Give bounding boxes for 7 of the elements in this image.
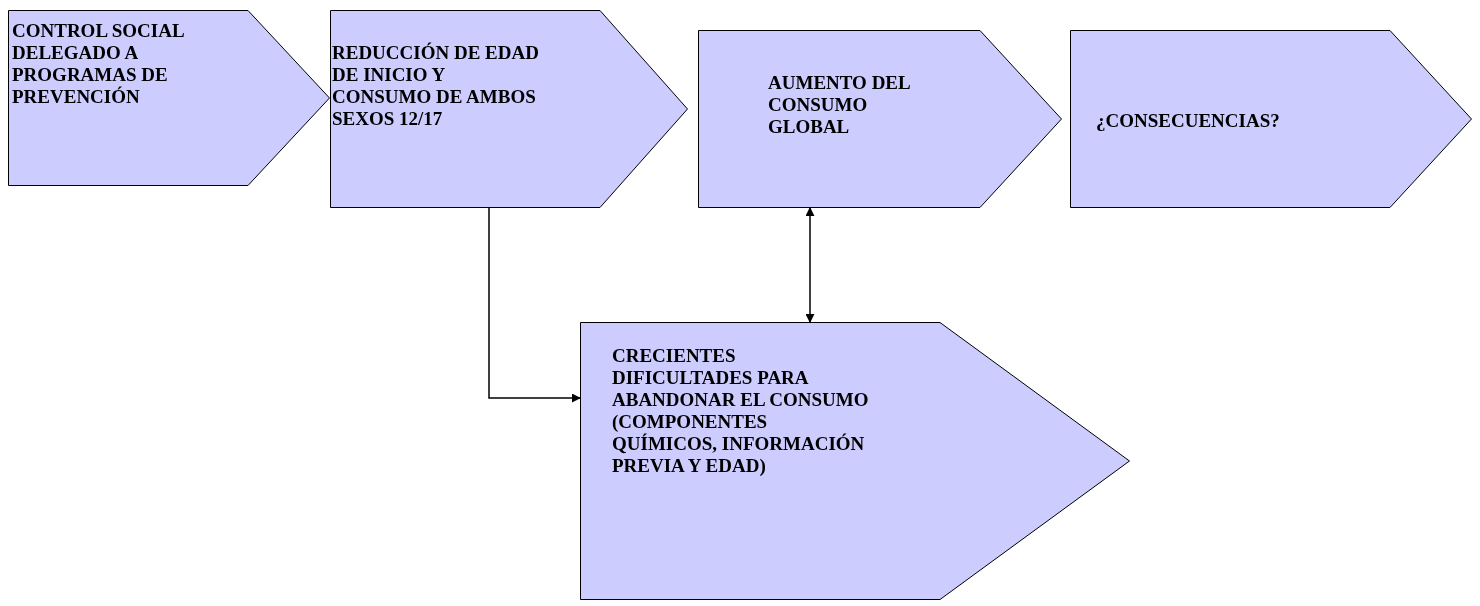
arrow <box>805 207 815 323</box>
arrow <box>488 207 581 403</box>
step-text: ¿CONSECUENCIAS? <box>1096 110 1281 132</box>
step-text: REDUCCIÓN DE EDAD DE INICIO Y CONSUMO DE AMBOS SEXOS 12/17 <box>332 42 540 130</box>
step-text: CRECIENTES DIFICULTADES PARA ABANDONAR EL CONSUMO (COMPONENTES QUÍMICOS, INFORMACIÓN PREVIA Y EDAD) <box>612 345 870 477</box>
step-text: AUMENTO DEL CONSUMO GLOBAL <box>768 72 911 138</box>
step-text: CONTROL SOCIAL DELEGADO A PROGRAMAS DE PREVENCIÓN <box>12 20 185 108</box>
